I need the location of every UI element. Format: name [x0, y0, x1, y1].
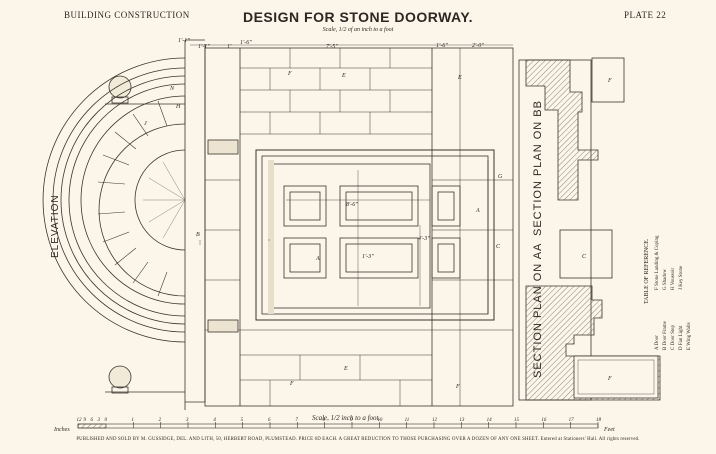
ref-item-d: D Fan Light: [679, 325, 684, 350]
scale-foot-label: 9: [350, 418, 353, 423]
ref-item-e: E Wing Walls: [687, 322, 692, 350]
dim-5: 1'-6": [436, 43, 448, 49]
scale-foot-label: 16: [541, 418, 547, 423]
scale-foot-label: 12: [432, 418, 438, 423]
reference-table: TABLE OF REFERENCE. A Door B Door Frame …: [644, 235, 692, 350]
scale-foot-label: 13: [459, 418, 465, 423]
scale-caption: Scale, 1/2 inch to a foot.: [312, 414, 380, 422]
scale-foot-label: 15: [514, 418, 520, 423]
scale-foot-label: 10: [377, 418, 383, 423]
scale-right-unit: Feet: [603, 427, 615, 433]
scale-foot-label: 11: [405, 418, 410, 423]
elevation-label: ELEVATION: [50, 194, 61, 258]
scale-foot-label: 18: [596, 418, 602, 423]
scale-foot-label: 6: [268, 418, 271, 423]
reference-title: TABLE OF REFERENCE.: [644, 238, 650, 304]
dim-7: 8'-6": [346, 202, 358, 208]
letter-f: F: [287, 71, 292, 77]
section-bb-label: SECTION PLAN ON BB: [532, 100, 544, 236]
letter-e: E: [341, 73, 346, 79]
plate-number: PLATE 22: [624, 10, 667, 20]
scale-foot-label: 3: [186, 418, 189, 423]
letter-f4: F: [607, 78, 612, 84]
scale-foot-label: 2: [159, 418, 162, 423]
scale-inch-label: 0: [105, 418, 108, 423]
letter-b: B: [196, 232, 200, 238]
header-left: BUILDING CONSTRUCTION: [64, 10, 190, 20]
arch-elevation: [42, 39, 206, 410]
scale-foot-label: 7: [295, 418, 298, 423]
letter-c: C: [496, 244, 501, 250]
section-plan-aa: [525, 285, 661, 401]
scale-foot-label: 17: [569, 418, 575, 423]
scale-note: Scale, 1/2 of an inch to a foot: [322, 27, 394, 33]
scale-foot-label: 1: [131, 418, 134, 423]
ref-item-c: C Door Step: [671, 325, 676, 351]
scale-bar: [77, 422, 599, 429]
ref-item-g: G Shadow: [663, 269, 668, 290]
letter-a2: A: [475, 208, 480, 214]
letter-f2: F: [289, 381, 294, 387]
scale-inch-label: 3: [98, 418, 101, 423]
letter-j: J: [144, 121, 147, 127]
dim-8: 4'-3": [418, 235, 430, 242]
letter-g: G: [498, 174, 503, 180]
letter-f5: F: [607, 376, 612, 382]
letter-c2: C: [582, 254, 587, 260]
scale-foot-label: 8: [323, 418, 326, 423]
dimension-lines: [190, 44, 513, 306]
letter-e2: E: [457, 75, 462, 81]
ref-item-b: B Door Frame: [663, 320, 668, 350]
scale-inch-label: 6: [91, 418, 94, 423]
dim-1: 1'-1": [178, 38, 190, 44]
scale-foot-label: 14: [487, 418, 493, 423]
letter-e3: E: [343, 366, 348, 372]
scale-inch-label: 12: [77, 418, 83, 423]
ref-item-f: F Stone Landing & Coping: [655, 235, 660, 290]
letter-a: A: [315, 256, 320, 262]
ref-item-j: J Key Stone: [679, 265, 684, 290]
dim-4: 7'-5": [326, 44, 338, 50]
dim-6: 2'-0": [472, 43, 484, 49]
scale-left-unit: Inches: [53, 427, 70, 433]
page-title: DESIGN FOR STONE DOORWAY.: [242, 9, 474, 25]
letter-h: H: [175, 104, 181, 110]
dim-9: 1'-3": [362, 254, 374, 260]
letter-n: N: [169, 86, 175, 92]
section-aa-label: SECTION PLAN ON AA: [532, 243, 544, 378]
scale-foot-label: 4: [213, 418, 216, 423]
letter-f3: F: [455, 384, 460, 390]
dim-3: 1': [227, 44, 232, 50]
scale-inch-label: 9: [84, 418, 87, 423]
dim-10: 1'-6": [240, 40, 252, 46]
ref-item-h: H Voussoir: [671, 267, 676, 290]
door-elevation: [204, 47, 514, 407]
footer-credits: PUBLISHED AND SOLD BY M. GUSSIDGE, DEL. …: [76, 437, 640, 442]
ref-item-a: A Door: [655, 335, 660, 350]
scale-foot-label: 5: [241, 418, 244, 423]
dim-2: 1'-1": [198, 44, 210, 50]
